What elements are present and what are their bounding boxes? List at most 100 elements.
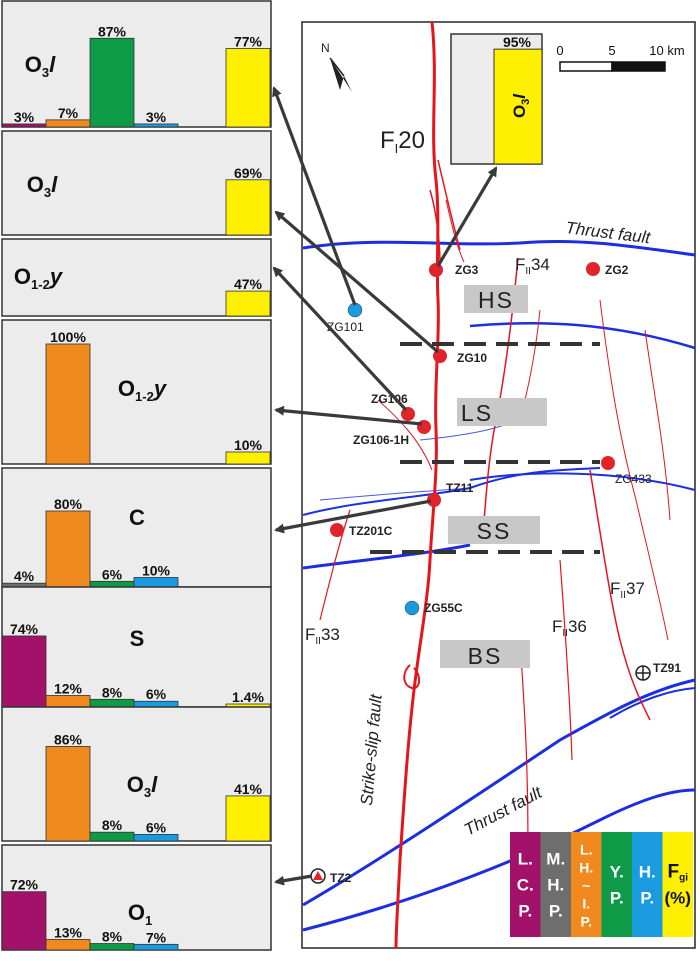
panel-6: 74%12%8%6%1.4%S [1,586,272,708]
legend-text: P. [640,889,654,908]
inset-fgi-label: 95% [503,34,532,50]
bar-label-hp: 6% [146,819,167,835]
formation-label: O1 [128,900,152,928]
legend-item-mhp: M.H.P. [540,832,571,937]
inset-formation: O3l [510,93,532,118]
legend: L.C.P.M.H.P.L.H.~I.P.Y.P.H.P.Fgi(%) [510,832,693,937]
bar-lhip [45,343,91,465]
bar-lhip [45,939,91,951]
bar-label-lhip: 100% [50,329,86,345]
legend-text: P. [518,902,532,921]
well-tz11 [427,493,441,507]
panel-frame [1,844,272,951]
well-label-tz91: TZ91 [653,661,681,675]
well-label-zg433: ZG433 [615,472,652,486]
well-tz2-icon [310,868,326,884]
legend-text: M. [546,850,565,869]
legend-text: L. [580,842,592,858]
well-label-tz11: TZ11 [446,481,474,495]
inset-chart: 95% O3l [450,33,543,165]
bar-label-lhip: 80% [54,496,83,512]
panel-2: 69% O3l [1,130,272,236]
map-frame [301,21,696,949]
fault-label-fii33: FII33 [305,625,340,647]
well-label-zg2: ZG2 [605,263,629,277]
well-label-tz2: TZ2 [330,871,352,885]
panel-5: 4%80%6%10%C [1,467,272,588]
bar-label-lcp: 3% [14,109,35,125]
bar-label-yp: 8% [102,684,123,700]
arrow-tz11-p5 [274,499,432,534]
bar-label-lhip: 12% [54,680,83,696]
well-zg55c [404,600,420,616]
bar-yp [89,37,135,128]
bar-lhip [45,510,91,588]
bar-label-fgi: 1.4% [232,689,264,705]
bar-hp [133,577,179,588]
zone-labels: HS LS SS BS [440,285,547,669]
inset-fgi-bar [493,48,543,165]
bar-hp [133,834,179,842]
legend-text: (%) [665,889,691,908]
well-zg106-1h [417,420,431,434]
scale-tick-10: 10 km [649,43,684,58]
legend-text: H. [547,876,564,895]
legend-text: H. [579,860,593,876]
bar-label-yp: 6% [102,566,123,582]
well-zg3 [429,263,443,277]
bar-label-fgi: 47% [234,276,263,292]
arrow-zg3-inset [436,166,498,267]
well-zg433 [601,456,615,470]
well-tz201c [330,523,344,537]
well-label-zg10: ZG10 [457,351,487,365]
scale-tick-0: 0 [556,43,563,58]
panel-3: 47%O1-2y [1,238,272,317]
bar-label-hp: 7% [146,929,167,945]
bar-yp [89,831,135,842]
well-zg2 [586,262,600,276]
formation-label: O3l [27,172,58,200]
zone-box-ss [448,516,540,544]
bar-label-yp: 8% [102,929,123,945]
legend-text: C. [517,876,534,895]
fault-label-fii36: FII36 [552,617,587,639]
well-label-tz201c: TZ201C [349,524,393,538]
bar-label-fgi: 77% [234,33,263,49]
bar-hp [133,943,179,951]
well-zg101 [347,302,363,318]
bar-label-hp: 3% [146,109,167,125]
legend-swatch [571,832,602,937]
bar-label-mhp: 4% [14,568,35,584]
zone-ls: LS [461,400,493,426]
panels: 3% 7% 87% 3% 77% O3l 69% O3l 47%O1-2y100%10%O1-2… [1,0,272,951]
bar-label-yp: 8% [102,817,123,833]
bar-lhip [45,746,91,842]
arrow-tz2-p8 [274,874,313,886]
bar-fgi [225,451,271,465]
panel-7: 86%8%6%41%O3l [1,706,272,842]
bar-label-fgi: 41% [234,781,263,797]
panel-4: 100%10%O1-2y [1,319,272,465]
bar-label-lcp: 72% [10,877,39,893]
bar-fgi [225,48,271,128]
fault-label-fii34: FII34 [515,255,550,277]
legend-text: ~ [582,878,590,894]
arrow-zg106-1h-p4 [274,405,423,426]
bar-fgi [225,795,271,842]
bar-lcp [1,891,47,951]
arrow-zg10-p2 [274,210,440,354]
bar-fgi [225,290,271,317]
bar-label-yp: 87% [98,23,127,39]
well-label-zg106-1h: ZG106-1H [353,433,409,447]
zone-box-bs [440,640,530,668]
formation-label: S [130,626,145,651]
legend-text: Y. [610,863,624,882]
legend-item-lcp: L.C.P. [510,832,541,937]
formation-label: O3l [127,772,158,800]
scale-bar: 0 5 10 km [556,43,685,72]
bar-label-hp: 10% [142,563,171,579]
bar-label-fgi: 69% [234,165,263,181]
legend-swatch [510,832,541,937]
